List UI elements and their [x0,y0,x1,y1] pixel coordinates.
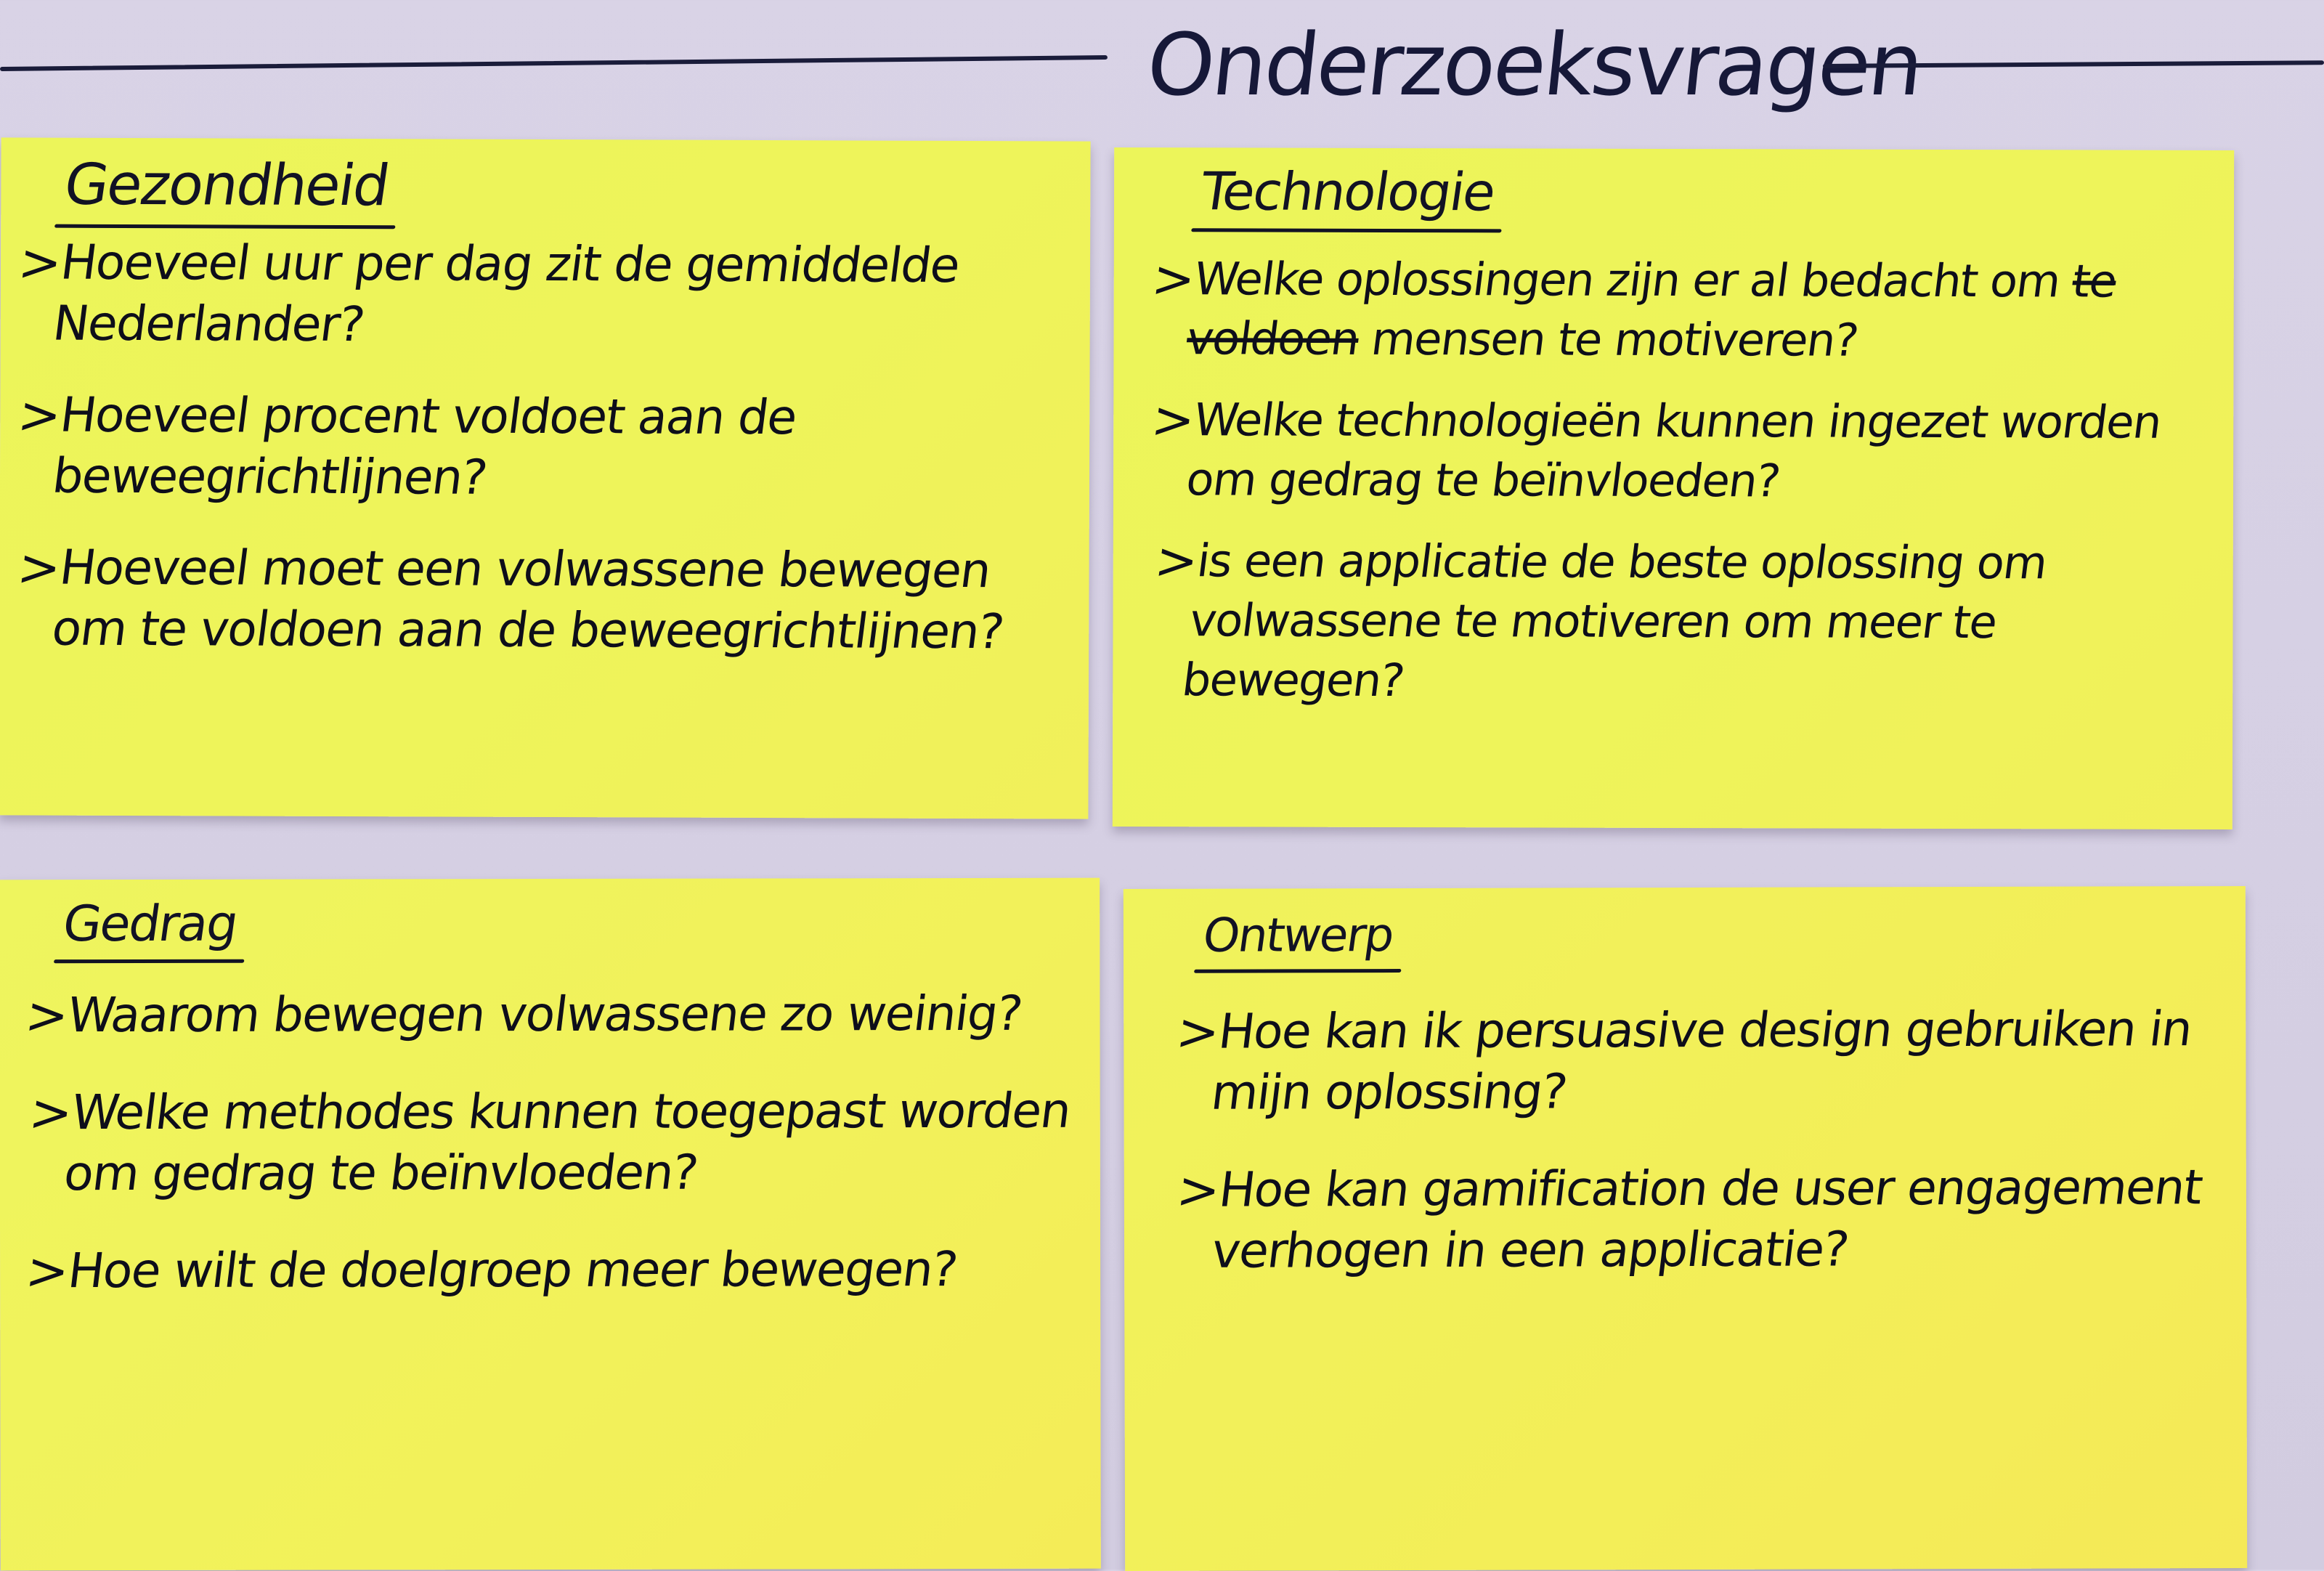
question-list: > Hoe kan ik persuasive design gebruiken… [1173,999,2219,1318]
list-item: > Welke methodes kunnen toegepast worden… [19,1081,1079,1205]
list-item: > Hoe wilt de doelgroep meer bewegen? [23,1239,1076,1302]
question-text: Hoe kan gamification de user engagement … [1208,1159,2206,1279]
note-heading: Gedrag [59,895,241,954]
list-item: > Waarom bewegen volwassene zo weinig? [22,983,1075,1047]
bullet-chevron-icon: > [1173,1002,1222,1062]
bullet-chevron-icon: > [1151,531,1201,591]
question-text: Hoe kan ik persuasive design gebruiken i… [1208,1001,2195,1121]
note-heading: Ontwerp [1199,909,1397,963]
note-heading: Technologie [1197,161,1499,223]
sticky-note-gedrag: Gedrag > Waarom bewegen volwassene zo we… [0,877,1101,1571]
question-text: Welke methodes kunnen toegepast worden o… [61,1082,1073,1202]
list-item: > Welke technologieën kunnen ingezet wor… [1141,390,2217,512]
list-item: > Hoeveel moet een volwassene bewegen om… [7,537,1068,662]
question-text: Welke technologieën kunnen ingezet worde… [1183,393,2164,508]
bullet-chevron-icon: > [1148,390,1198,450]
bullet-chevron-icon: > [1174,1160,1223,1220]
question-text: is een applicatie de beste oplossing om … [1179,534,2050,707]
question-list: > Waarom bewegen volwassene zo weinig? >… [22,983,1075,1339]
question-text-continued: mensen te motiveren? [1368,312,1861,367]
question-text: Hoeveel moet een volwassene bewegen om t… [49,539,1007,660]
list-item: > Welke oplossingen zijn er al bedacht o… [1141,249,2217,371]
bullet-chevron-icon: > [1148,249,1198,309]
sticky-note-ontwerp: Ontwerp > Hoe kan ik persuasive design g… [1123,885,2248,1571]
list-item: > is een applicatie de beste oplossing o… [1137,531,2219,713]
title-rule-left [0,55,1108,71]
bullet-chevron-icon: > [15,232,65,293]
question-text: Waarom bewegen volwassene zo weinig? [64,985,1025,1044]
bullet-chevron-icon: > [22,986,71,1046]
bullet-chevron-icon: > [14,537,64,598]
list-item: > Hoeveel uur per dag zit de gemiddelde … [7,232,1068,357]
bullet-chevron-icon: > [15,385,64,445]
question-list: > Welke oplossingen zijn er al bedacht o… [1147,249,2209,734]
bullet-chevron-icon: > [23,1241,72,1302]
sticky-note-gezondheid: Gezondheid > Hoeveel uur per dag zit de … [0,137,1091,819]
list-item: > Hoe kan ik persuasive design gebruiken… [1166,999,2226,1124]
board-title: Onderzoeksvragen [1142,15,1927,115]
question-text: Hoeveel uur per dag zit de gemiddelde Ne… [49,234,963,353]
note-heading: Gezondheid [60,152,393,219]
bullet-chevron-icon: > [25,1083,76,1143]
list-item: > Hoe kan gamification de user engagemen… [1166,1157,2227,1282]
question-text: Hoe wilt de doelgroep meer bewegen? [65,1241,960,1299]
sticky-note-technologie: Technologie > Welke oplossingen zijn er … [1112,147,2235,830]
question-list: > Hoeveel uur per dag zit de gemiddelde … [14,232,1061,693]
question-text: Welke oplossingen zijn er al bedacht om [1191,252,2063,308]
question-text: Hoeveel procent voldoet aan de beweegric… [49,386,800,506]
list-item: > Hoeveel procent voldoet aan de beweegr… [7,384,1068,510]
